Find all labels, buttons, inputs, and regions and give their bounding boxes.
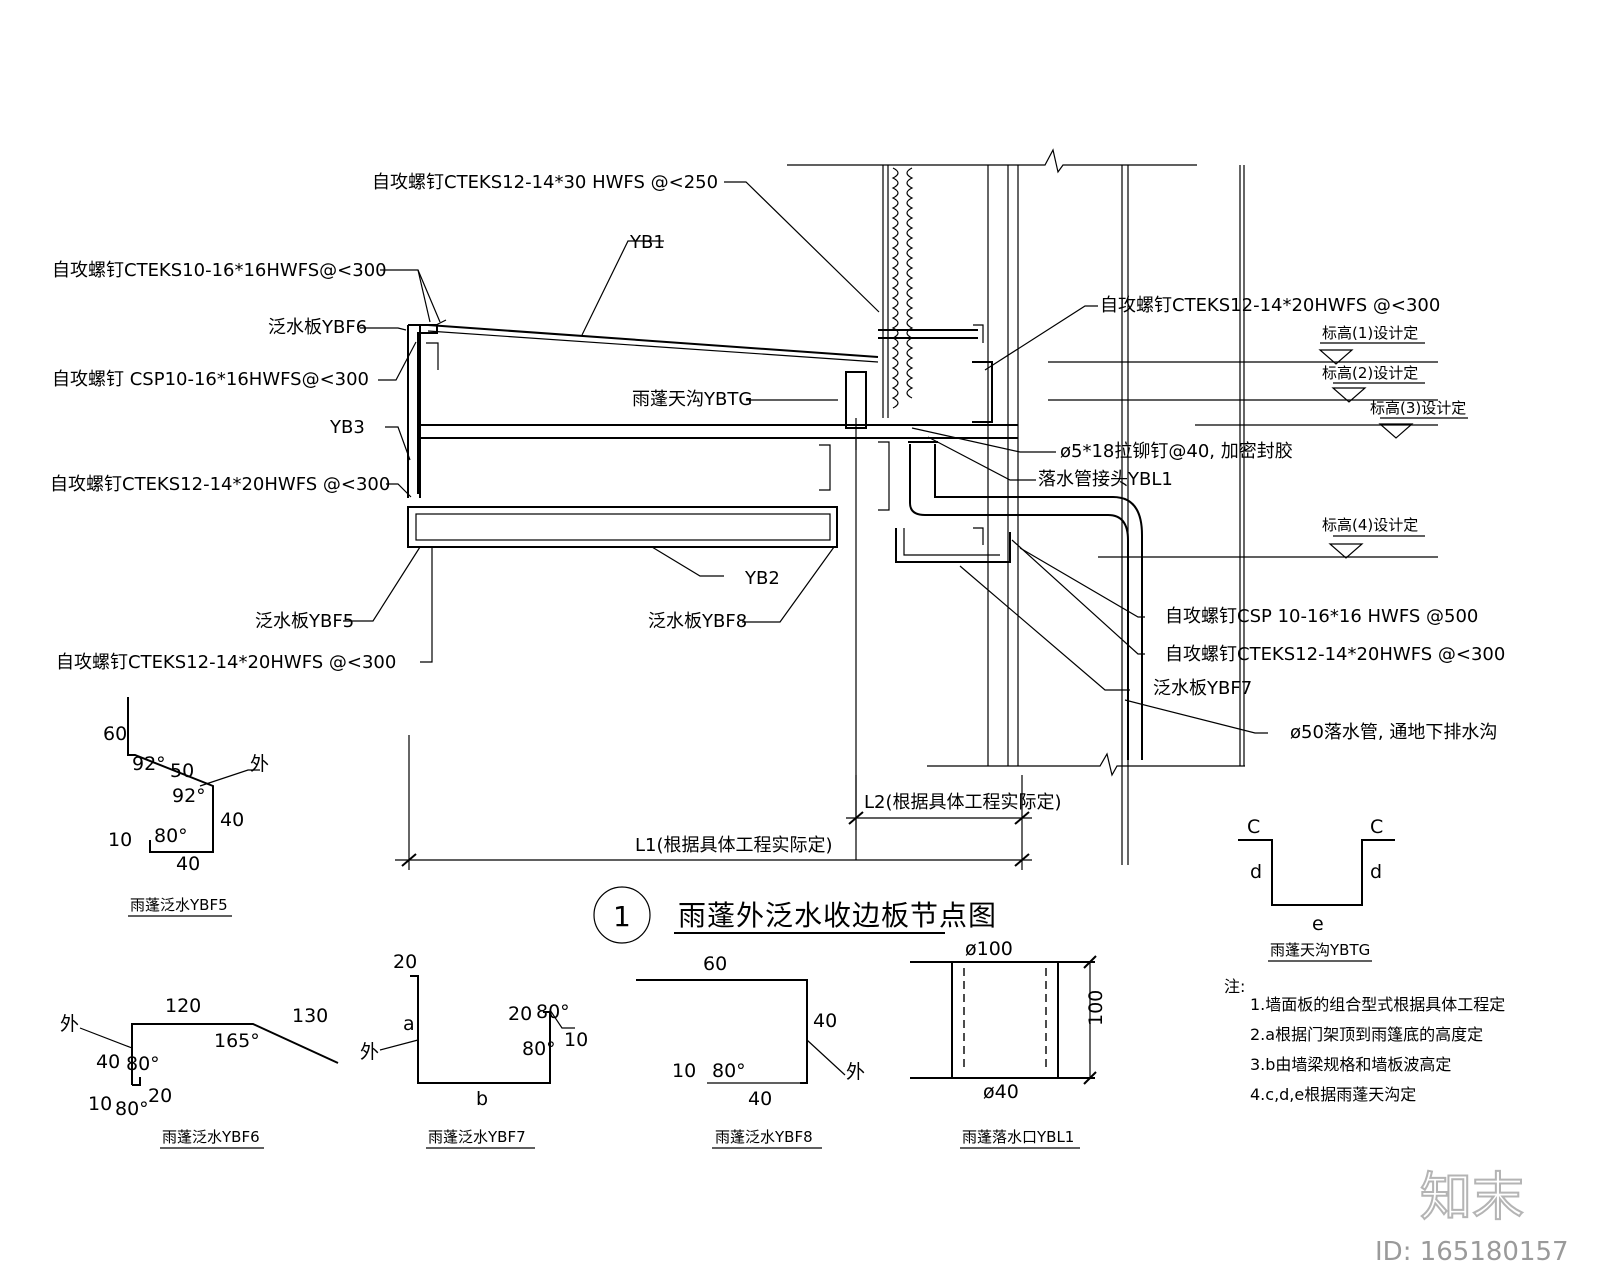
ybf7-angle-80b: 80° <box>522 1038 556 1060</box>
detail-ybf5: 60 92° 50 92° 外 40 10 80° 40 雨蓬泛水YBF5 <box>103 697 269 917</box>
ybtg-dim-c1: C <box>1247 816 1260 838</box>
label-level-4: 标高(4)设计定 <box>1322 516 1418 534</box>
notes-item-4: 4.c,d,e根据雨蓬天沟定 <box>1250 1085 1416 1104</box>
ybf8-angle-80: 80° <box>712 1060 746 1082</box>
ybf7-angle-80a: 80° <box>536 1001 570 1023</box>
label-yb1: YB1 <box>629 232 665 253</box>
label-l1-dim: L1(根据具体工程实际定) <box>635 835 833 856</box>
notes-heading: 注: <box>1224 977 1245 996</box>
ybf7-dim-b: b <box>476 1088 488 1110</box>
watermark-id: ID: 165180157 <box>1375 1237 1569 1267</box>
label-level-3: 标高(3)设计定 <box>1370 399 1466 417</box>
label-ybf7: 泛水板YBF7 <box>1153 678 1252 699</box>
ybf8-dim-10: 10 <box>672 1060 696 1082</box>
label-screw-right-2: 自攻螺钉CSP 10-16*16 HWFS @500 <box>1165 606 1478 627</box>
ybf7-caption: 雨蓬泛水YBF7 <box>428 1128 526 1146</box>
ybf5-dim-10: 10 <box>108 829 132 851</box>
ybf5-dim-60: 60 <box>103 723 127 745</box>
ybf6-dim-10: 10 <box>88 1093 112 1115</box>
label-screw-left-3: 自攻螺钉CTEKS12-14*20HWFS @<300 <box>50 474 390 495</box>
label-screw-right-3: 自攻螺钉CTEKS12-14*20HWFS @<300 <box>1165 644 1505 665</box>
label-yb2: YB2 <box>744 568 780 589</box>
dimension-lines <box>395 735 1032 870</box>
label-downpipe: ø50落水管, 通地下排水沟 <box>1290 722 1497 743</box>
ybtg-dim-c2: C <box>1370 816 1383 838</box>
label-level-2: 标高(2)设计定 <box>1322 364 1418 382</box>
label-screw-top: 自攻螺钉CTEKS12-14*30 HWFS @<250 <box>372 172 718 193</box>
label-level-1: 标高(1)设计定 <box>1322 324 1418 342</box>
ybf8-outside: 外 <box>846 1061 865 1083</box>
ybl1-dim-100-top: ø100 <box>965 938 1013 960</box>
label-screw-left-1: 自攻螺钉CTEKS10-16*16HWFS@<300 <box>52 260 387 281</box>
ybtg-caption: 雨蓬天沟YBTG <box>1270 941 1370 959</box>
watermark-logo: 知末 <box>1420 1168 1524 1228</box>
detail-ybf8: 60 40 10 80° 40 外 雨蓬泛水YBF8 <box>636 953 865 1149</box>
ybf5-angle-92a: 92° <box>132 753 166 775</box>
ybf7-dim-a: a <box>403 1013 415 1035</box>
notes-item-1: 1.墙面板的组合型式根据具体工程定 <box>1250 995 1505 1014</box>
ybf6-dim-120: 120 <box>165 995 201 1017</box>
leader-lines <box>343 181 1268 734</box>
ybf7-dim-10: 10 <box>564 1029 588 1051</box>
ybtg-dim-d1: d <box>1250 861 1262 883</box>
label-screw-left-4: 自攻螺钉CTEKS12-14*20HWFS @<300 <box>56 652 396 673</box>
ybf5-dim-40v: 40 <box>220 809 244 831</box>
ybf8-dim-60: 60 <box>703 953 727 975</box>
main-section-geometry <box>407 148 1245 865</box>
watermark: 知末 ID: 165180157 <box>1375 1167 1569 1267</box>
label-ybl1: 落水管接头YBL1 <box>1038 469 1173 490</box>
detail-ybf7: 20 a 外 b 20 80° 10 80° 雨蓬泛水YBF7 <box>360 951 588 1149</box>
drawing-title: 1 雨蓬外泛水收边板节点图 <box>593 886 997 944</box>
ybf8-dim-40h: 40 <box>748 1088 772 1110</box>
label-screw-left-2: 自攻螺钉 CSP10-16*16HWFS@<300 <box>52 369 369 390</box>
label-ybtg: 雨蓬天沟YBTG <box>632 389 752 410</box>
ybf7-dim-20a: 20 <box>393 951 417 973</box>
ybf7-outside: 外 <box>360 1041 379 1063</box>
ybf5-angle-92b: 92° <box>172 785 206 807</box>
ybf6-angle-165: 165° <box>214 1030 260 1052</box>
ybtg-dim-e: e <box>1312 913 1324 935</box>
ybf5-caption: 雨蓬泛水YBF5 <box>130 896 228 914</box>
title-number: 1 <box>613 900 632 933</box>
label-l2-dim: L2(根据具体工程实际定) <box>864 792 1062 813</box>
title-text: 雨蓬外泛水收边板节点图 <box>678 899 997 932</box>
ybf5-outside: 外 <box>250 753 269 775</box>
detail-ybtg: C C d d e 雨蓬天沟YBTG <box>1238 816 1395 962</box>
title-number-circle <box>593 886 651 944</box>
ybf5-dim-40h: 40 <box>176 853 200 875</box>
label-ybf5: 泛水板YBF5 <box>255 611 354 632</box>
ybl1-dim-100-side: 100 <box>1085 990 1107 1026</box>
detail-ybl1: ø100 100 ø40 雨蓬落水口YBL1 <box>910 938 1107 1149</box>
ybf5-angle-80: 80° <box>154 825 188 847</box>
ybf8-caption: 雨蓬泛水YBF8 <box>715 1128 813 1146</box>
main-labels: 自攻螺钉CTEKS12-14*30 HWFS @<250 YB1 自攻螺钉CTE… <box>50 172 1505 856</box>
label-ybf6: 泛水板YBF6 <box>268 317 367 338</box>
ybf7-dim-20b: 20 <box>508 1003 532 1025</box>
ybf6-caption: 雨蓬泛水YBF6 <box>162 1128 260 1146</box>
ybl1-caption: 雨蓬落水口YBL1 <box>962 1128 1074 1146</box>
ybf6-angle-80a: 80° <box>126 1053 160 1075</box>
notes: 注: 1.墙面板的组合型式根据具体工程定 2.a根据门架顶到雨篷底的高度定 3.… <box>1224 977 1505 1104</box>
ybl1-dim-40: ø40 <box>983 1081 1019 1103</box>
level-markers <box>1048 342 1468 559</box>
ybf6-angle-80b: 80° <box>115 1098 149 1120</box>
ybf5-dim-50: 50 <box>170 760 194 782</box>
ybtg-dim-d2: d <box>1370 861 1382 883</box>
notes-item-3: 3.b由墙梁规格和墙板波高定 <box>1250 1055 1451 1074</box>
label-rivet: ø5*18拉铆钉@40, 加密封胶 <box>1060 441 1293 462</box>
detail-ybf6: 外 120 130 165° 40 80° 10 80° 20 雨蓬泛水YBF6 <box>60 995 339 1149</box>
label-yb3: YB3 <box>329 417 365 438</box>
ybf8-dim-40v: 40 <box>813 1010 837 1032</box>
ybf6-dim-40: 40 <box>96 1051 120 1073</box>
label-ybf8: 泛水板YBF8 <box>648 611 747 632</box>
label-screw-right-1: 自攻螺钉CTEKS12-14*20HWFS @<300 <box>1100 295 1440 316</box>
notes-item-2: 2.a根据门架顶到雨篷底的高度定 <box>1250 1025 1483 1044</box>
ybf6-dim-20: 20 <box>148 1085 172 1107</box>
ybf6-dim-130: 130 <box>292 1005 328 1027</box>
ybf6-outside: 外 <box>60 1013 79 1035</box>
